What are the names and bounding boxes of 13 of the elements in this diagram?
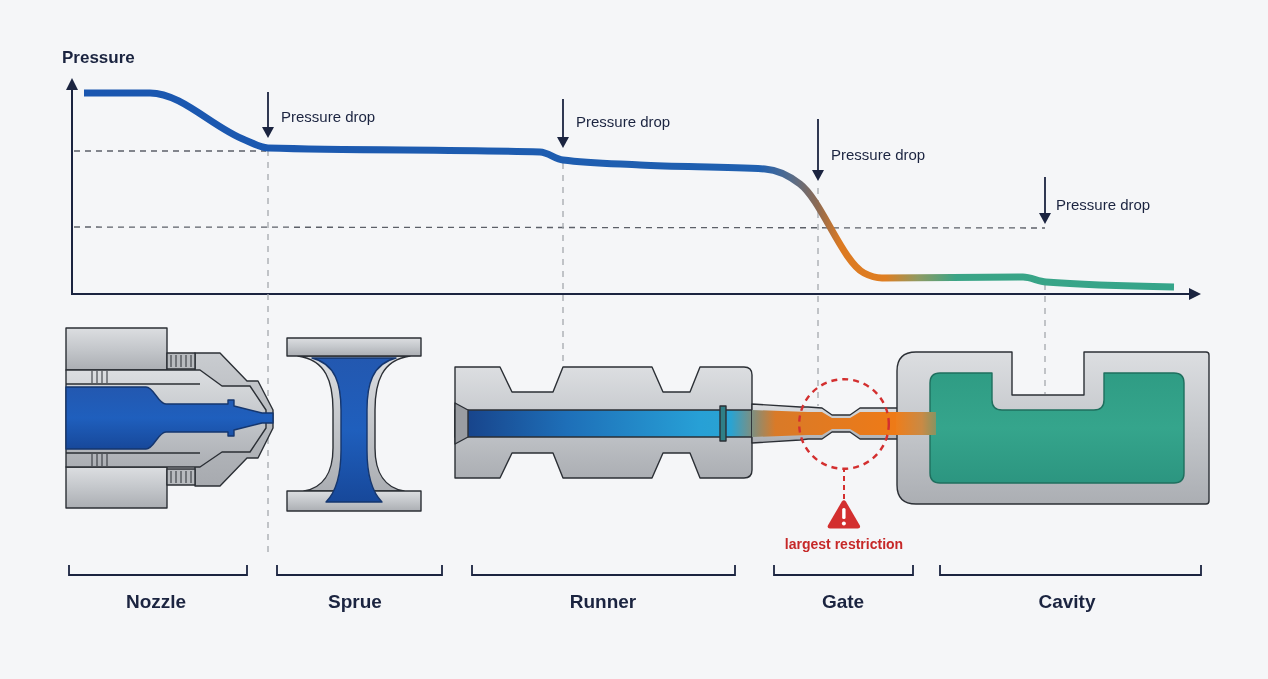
warning-text: largest restriction (784, 536, 904, 553)
annotation-text: Pressure drop (1056, 196, 1151, 214)
section-label: Nozzle (125, 591, 187, 613)
annotation-text: Pressure drop (576, 113, 671, 131)
section-label: Gate (821, 591, 865, 613)
axis-title: Pressure (62, 48, 135, 68)
annotation-text: Pressure drop (831, 146, 926, 164)
leader-line (843, 469, 845, 500)
annotation-text: Pressure drop (281, 108, 376, 126)
section-label: Runner (569, 591, 637, 613)
section-label: Sprue (328, 591, 382, 613)
section-label: Cavity (1038, 591, 1096, 613)
restriction-circle (798, 378, 890, 470)
